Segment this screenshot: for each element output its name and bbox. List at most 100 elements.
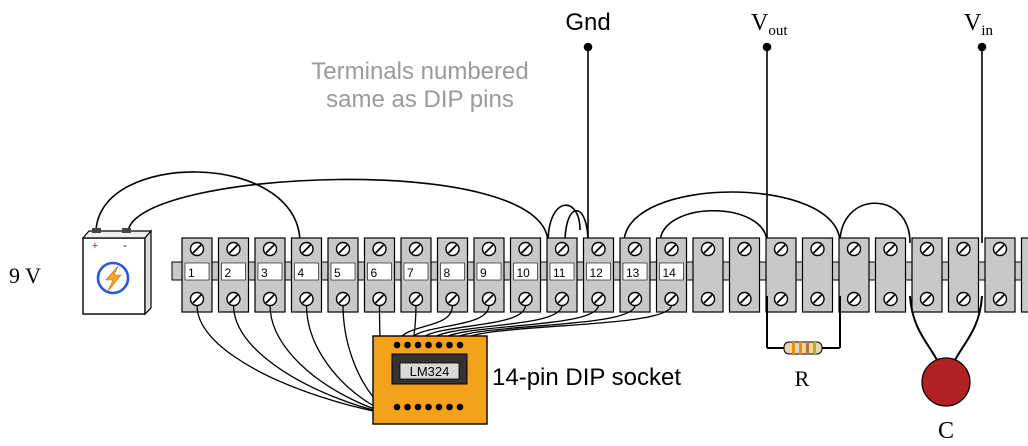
screw-top [883, 241, 898, 257]
screw-top [956, 241, 971, 257]
dip-socket: LM324 [372, 335, 488, 425]
terminal-1: 1 [181, 237, 213, 313]
terminal-15 [692, 237, 724, 313]
terminal-20 [874, 237, 907, 313]
screw-bottom [627, 291, 643, 307]
terminal-16 [728, 237, 761, 313]
screw-bottom [883, 291, 898, 307]
screw-top [737, 241, 752, 257]
screw-bottom [664, 291, 679, 307]
screw-top [992, 241, 1008, 257]
screw-bottom [737, 291, 752, 307]
screw-bottom [992, 291, 1008, 307]
screw-bottom [445, 291, 460, 307]
screw-bottom [335, 291, 351, 307]
screw-bottom [226, 291, 241, 307]
gnd-label: Gnd [565, 9, 610, 36]
socket-pin-bottom [456, 403, 464, 411]
terminal-6: 6 [363, 237, 396, 313]
terminal-12: 12 [582, 237, 615, 313]
screw-bottom [189, 291, 205, 307]
screw-top [627, 241, 643, 257]
socket-pin-top [425, 341, 432, 349]
note-line-1: Terminals numbered [311, 58, 528, 85]
screw-bottom [554, 291, 570, 307]
terminal-21 [911, 237, 943, 313]
terminal-10: 10 [509, 237, 542, 313]
screw-top [591, 241, 606, 257]
terminal-22 [947, 237, 980, 313]
capacitor-label: C [938, 418, 954, 444]
terminal-number: 13 [626, 266, 640, 280]
battery-wires [95, 171, 549, 244]
screw-top [226, 241, 241, 257]
screw-top [773, 241, 789, 257]
terminal-18 [801, 237, 834, 313]
screw-top [299, 241, 314, 257]
terminal-14: 14 [655, 237, 688, 313]
terminal-number: 14 [663, 266, 677, 280]
terminal-number: 10 [517, 266, 531, 280]
screw-top [372, 241, 387, 257]
screw-bottom [262, 291, 278, 307]
terminal-17 [765, 237, 797, 313]
screw-bottom [700, 291, 716, 307]
screw-bottom [518, 291, 533, 307]
chip-name: LM324 [410, 364, 450, 379]
screw-bottom [810, 291, 825, 307]
socket-label: 14-pin DIP socket [492, 364, 681, 391]
terminal-number: 2 [225, 266, 232, 280]
socket-pin-top [456, 341, 464, 349]
battery-plus-label: + [92, 240, 98, 252]
screw-top [554, 241, 570, 257]
screw-bottom [591, 291, 606, 307]
screw-top [846, 241, 862, 257]
screw-bottom [299, 291, 314, 307]
terminal-number: 6 [371, 266, 378, 280]
socket-pin-top [446, 341, 453, 349]
terminal-number: 7 [407, 266, 414, 280]
terminal-9: 9 [473, 237, 505, 313]
screw-bottom [956, 291, 971, 307]
socket-pin-top [393, 341, 401, 349]
battery-minus-label: - [123, 240, 127, 252]
terminal-7: 7 [400, 237, 432, 313]
resistor [766, 296, 841, 355]
vout-label: Vout [751, 10, 788, 39]
terminal-13: 13 [619, 237, 651, 313]
screw-bottom [372, 291, 387, 307]
screw-top [262, 241, 278, 257]
screw-top [189, 241, 205, 257]
terminal-number: 3 [261, 266, 268, 280]
terminal-4: 4 [290, 237, 323, 313]
screw-bottom [919, 291, 935, 307]
screw-top [335, 241, 351, 257]
battery: + - [81, 228, 153, 316]
socket-pin-bottom [435, 403, 443, 411]
terminal-number: 9 [480, 266, 487, 280]
terminal-3: 3 [254, 237, 286, 313]
vin-label: Vin [964, 10, 994, 39]
terminal-number: 11 [553, 266, 566, 280]
terminal-number: 5 [334, 266, 341, 280]
terminal-23 [984, 237, 1016, 313]
socket-pin-bottom [404, 403, 411, 411]
screw-top [919, 241, 935, 257]
socket-pin-top [435, 341, 443, 349]
screw-top [408, 241, 424, 257]
screw-top [810, 241, 825, 257]
lead-wires [583, 42, 987, 243]
screw-bottom [846, 291, 862, 307]
screw-bottom [408, 291, 424, 307]
terminal-5: 5 [327, 237, 359, 313]
battery-voltage-label: 9 V [9, 263, 41, 288]
socket-pin-bottom [414, 403, 422, 411]
lightning-bolt-icon [96, 261, 130, 295]
terminal-19 [838, 237, 870, 313]
resistor-label: R [795, 366, 810, 391]
terminal-2: 2 [217, 237, 250, 313]
terminal-8: 8 [436, 237, 469, 313]
screw-top [664, 241, 679, 257]
